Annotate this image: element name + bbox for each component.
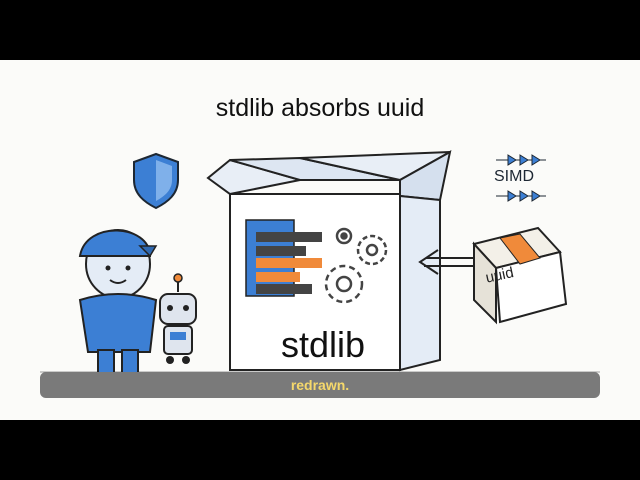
person-figure — [78, 229, 158, 375]
scene-artwork — [40, 150, 600, 375]
stdlib-box — [206, 150, 452, 372]
gear-icon — [324, 227, 388, 304]
package-box-icon — [472, 226, 568, 325]
simd-chain-icon — [496, 154, 546, 202]
scene-title: stdlib absorbs uuid — [215, 94, 425, 122]
arrow-left-icon — [418, 249, 476, 275]
robot-figure — [159, 273, 197, 364]
letterbox-bottom — [0, 420, 640, 480]
subtitle-band — [40, 372, 600, 398]
box-label: stdlib — [280, 324, 366, 365]
letterbox-top — [0, 0, 640, 60]
simd-label: SIMD — [494, 168, 534, 185]
illustration-scene: stdlib absorbs uuid stdlib SIMD uuid red… — [0, 60, 640, 420]
shield-icon — [133, 152, 179, 210]
subtitle-caption: redrawn. — [290, 377, 350, 393]
code-blocks-icon — [245, 219, 322, 297]
